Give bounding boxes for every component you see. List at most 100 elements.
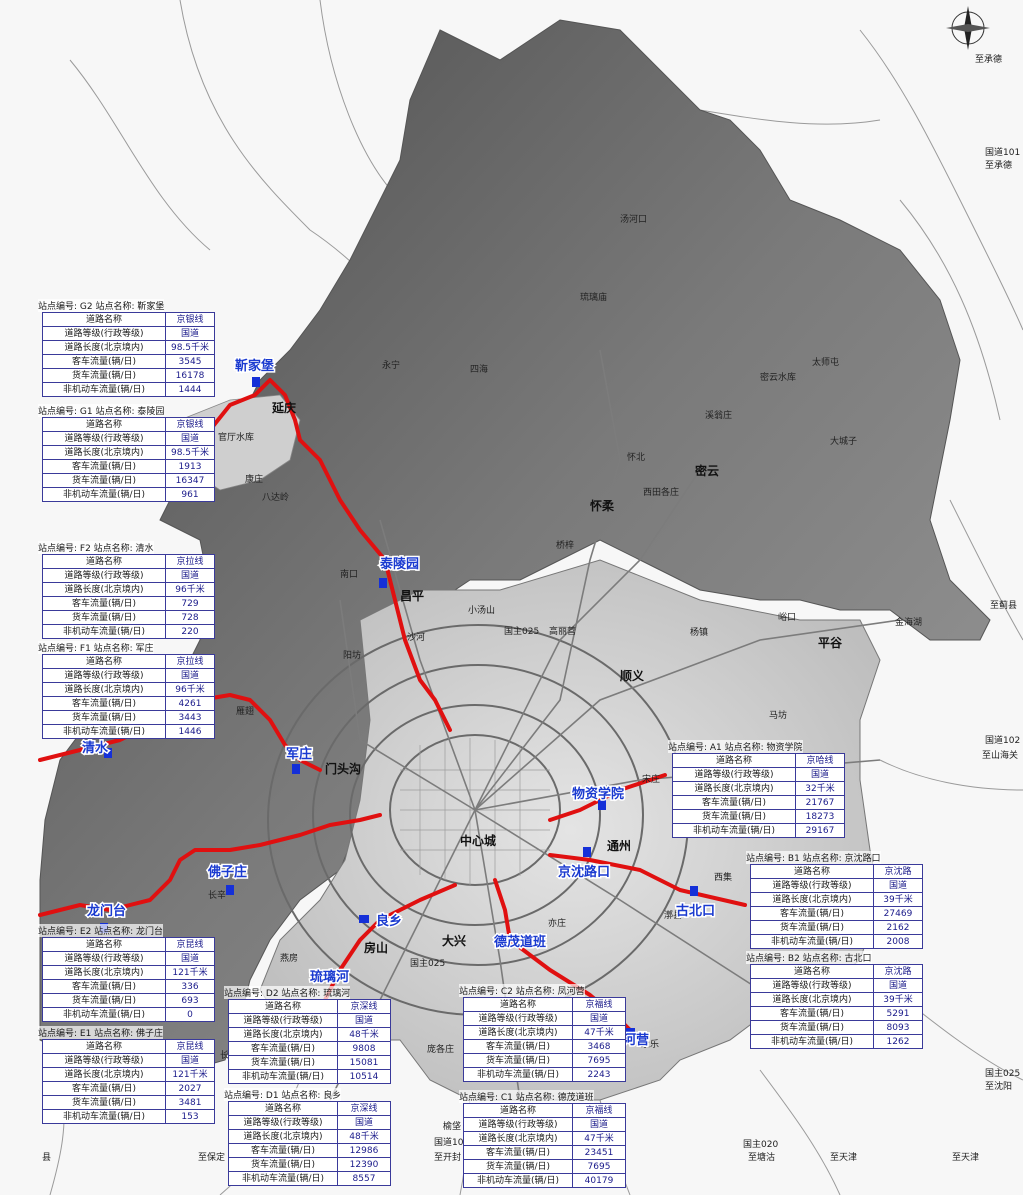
field-value: 3443: [165, 710, 215, 725]
town-label: 康庄: [245, 473, 263, 485]
field-label: 客车流量(辆/日): [672, 795, 796, 810]
table-row: 客车流量(辆/日)3545: [42, 354, 215, 369]
table-row: 道路等级(行政等级)国道: [750, 978, 923, 993]
field-label: 货车流量(辆/日): [42, 710, 166, 725]
field-value: 国道: [873, 978, 923, 993]
table-row: 道路名称京深线: [228, 999, 391, 1014]
table-row: 客车流量(辆/日)3468: [463, 1039, 626, 1054]
town-label: 汤河口: [620, 213, 647, 225]
table-row: 货车流量(辆/日)7695: [463, 1053, 626, 1068]
field-value: 40179: [572, 1173, 626, 1188]
table-row: 货车流量(辆/日)18273: [672, 809, 845, 824]
town-label: 漷县: [664, 909, 682, 921]
field-value: 国道: [337, 1013, 391, 1028]
station-table: 道路名称京银线道路等级(行政等级)国道道路长度(北京境内)98.5千米客车流量(…: [42, 417, 215, 502]
table-row: 道路长度(北京境内)47千米: [463, 1131, 626, 1146]
table-row: 道路长度(北京境内)121千米: [42, 965, 215, 980]
field-value: 2008: [873, 934, 923, 949]
field-label: 货车流量(辆/日): [750, 920, 874, 935]
district-label: 昌平: [400, 589, 424, 603]
field-label: 道路等级(行政等级): [42, 951, 166, 966]
field-value: 国道: [165, 568, 215, 583]
station-table: 道路名称京沈路道路等级(行政等级)国道道路长度(北京境内)39千米客车流量(辆/…: [750, 964, 923, 1049]
table-row: 道路等级(行政等级)国道: [228, 1115, 391, 1130]
table-row: 非机动车流量(辆/日)2008: [750, 934, 923, 949]
town-label: 西田各庄: [643, 486, 679, 498]
station-table: 道路名称京福线道路等级(行政等级)国道道路长度(北京境内)47千米客车流量(辆/…: [463, 1103, 626, 1188]
station-table-header: 站点编号: B1 站点名称: 京沈路口: [746, 851, 881, 864]
field-label: 客车流量(辆/日): [42, 596, 166, 611]
edge-route-label: 国道101: [985, 146, 1020, 158]
field-value: 国道: [165, 951, 215, 966]
town-label: 长辛: [208, 889, 226, 901]
edge-route-label: 至承德: [985, 159, 1012, 171]
field-label: 道路长度(北京境内): [750, 992, 874, 1007]
table-row: 货车流量(辆/日)16347: [42, 473, 215, 488]
station-table-header: 站点编号: A1 站点名称: 物资学院: [668, 740, 803, 753]
table-row: 非机动车流量(辆/日)10514: [228, 1069, 391, 1084]
station-table-header: 站点编号: B2 站点名称: 古北口: [746, 951, 872, 964]
field-label: 道路名称: [228, 1101, 338, 1116]
town-label: 太师屯: [812, 356, 839, 368]
field-value: 39千米: [873, 892, 923, 907]
field-label: 道路等级(行政等级): [463, 1011, 573, 1026]
table-row: 货车流量(辆/日)693: [42, 993, 215, 1008]
station-table: 道路名称京昆线道路等级(行政等级)国道道路长度(北京境内)121千米客车流量(辆…: [42, 1039, 215, 1124]
field-value: 2027: [165, 1081, 215, 1096]
field-value: 京昆线: [165, 1039, 215, 1054]
table-row: 道路名称京银线: [42, 312, 215, 327]
table-row: 客车流量(辆/日)1913: [42, 459, 215, 474]
field-label: 道路长度(北京境内): [42, 965, 166, 980]
field-value: 23451: [572, 1145, 626, 1160]
station-table: 道路名称京哈线道路等级(行政等级)国道道路长度(北京境内)32千米客车流量(辆/…: [672, 753, 845, 838]
field-value: 96千米: [165, 582, 215, 597]
table-row: 非机动车流量(辆/日)29167: [672, 823, 845, 838]
town-label: 南口: [340, 568, 358, 580]
station-table-header: 站点编号: D2 站点名称: 琉璃河: [224, 986, 351, 999]
station-table: 道路名称京拉线道路等级(行政等级)国道道路长度(北京境内)96千米客车流量(辆/…: [42, 554, 215, 639]
field-label: 货车流量(辆/日): [750, 1020, 874, 1035]
table-row: 道路名称京拉线: [42, 554, 215, 569]
field-value: 1446: [165, 724, 215, 739]
field-value: 336: [165, 979, 215, 994]
table-row: 非机动车流量(辆/日)220: [42, 624, 215, 639]
table-row: 道路等级(行政等级)国道: [463, 1011, 626, 1026]
table-row: 道路名称京昆线: [42, 1039, 215, 1054]
field-value: 国道: [165, 668, 215, 683]
edge-route-label: 至塘沽: [748, 1151, 775, 1163]
field-value: 48千米: [337, 1027, 391, 1042]
table-row: 道路等级(行政等级)国道: [42, 431, 215, 446]
town-label: 杨镇: [690, 626, 708, 638]
district-label: 怀柔: [590, 498, 615, 513]
town-label: 阳坊: [343, 649, 361, 661]
field-value: 2162: [873, 920, 923, 935]
highways: [329, 349, 901, 1101]
field-value: 48千米: [337, 1129, 391, 1144]
field-label: 道路长度(北京境内): [42, 582, 166, 597]
station-name-label: 清水: [82, 740, 109, 756]
town-label: 燕房: [280, 952, 298, 964]
town-label: 四海: [470, 363, 488, 375]
station-table-header: 站点编号: E1 站点名称: 佛子庄: [38, 1026, 164, 1039]
field-value: 16347: [165, 473, 215, 488]
field-value: 3468: [572, 1039, 626, 1054]
field-label: 道路名称: [42, 937, 166, 952]
field-label: 道路长度(北京境内): [228, 1027, 338, 1042]
table-row: 道路长度(北京境内)98.5千米: [42, 445, 215, 460]
field-value: 39千米: [873, 992, 923, 1007]
edge-route-label: 国道106: [434, 1136, 469, 1148]
field-label: 道路名称: [42, 417, 166, 432]
town-label: 庞各庄: [427, 1043, 454, 1055]
field-label: 客车流量(辆/日): [463, 1039, 573, 1054]
table-row: 道路长度(北京境内)121千米: [42, 1067, 215, 1082]
station-name-label: 物资学院: [572, 786, 624, 802]
field-label: 道路名称: [42, 1039, 166, 1054]
field-value: 京银线: [165, 417, 215, 432]
field-value: 4261: [165, 696, 215, 711]
field-value: 121千米: [165, 965, 215, 980]
field-label: 道路长度(北京境内): [463, 1025, 573, 1040]
table-row: 道路等级(行政等级)国道: [42, 951, 215, 966]
field-value: 京深线: [337, 999, 391, 1014]
edge-route-label: 至保定: [198, 1151, 225, 1163]
